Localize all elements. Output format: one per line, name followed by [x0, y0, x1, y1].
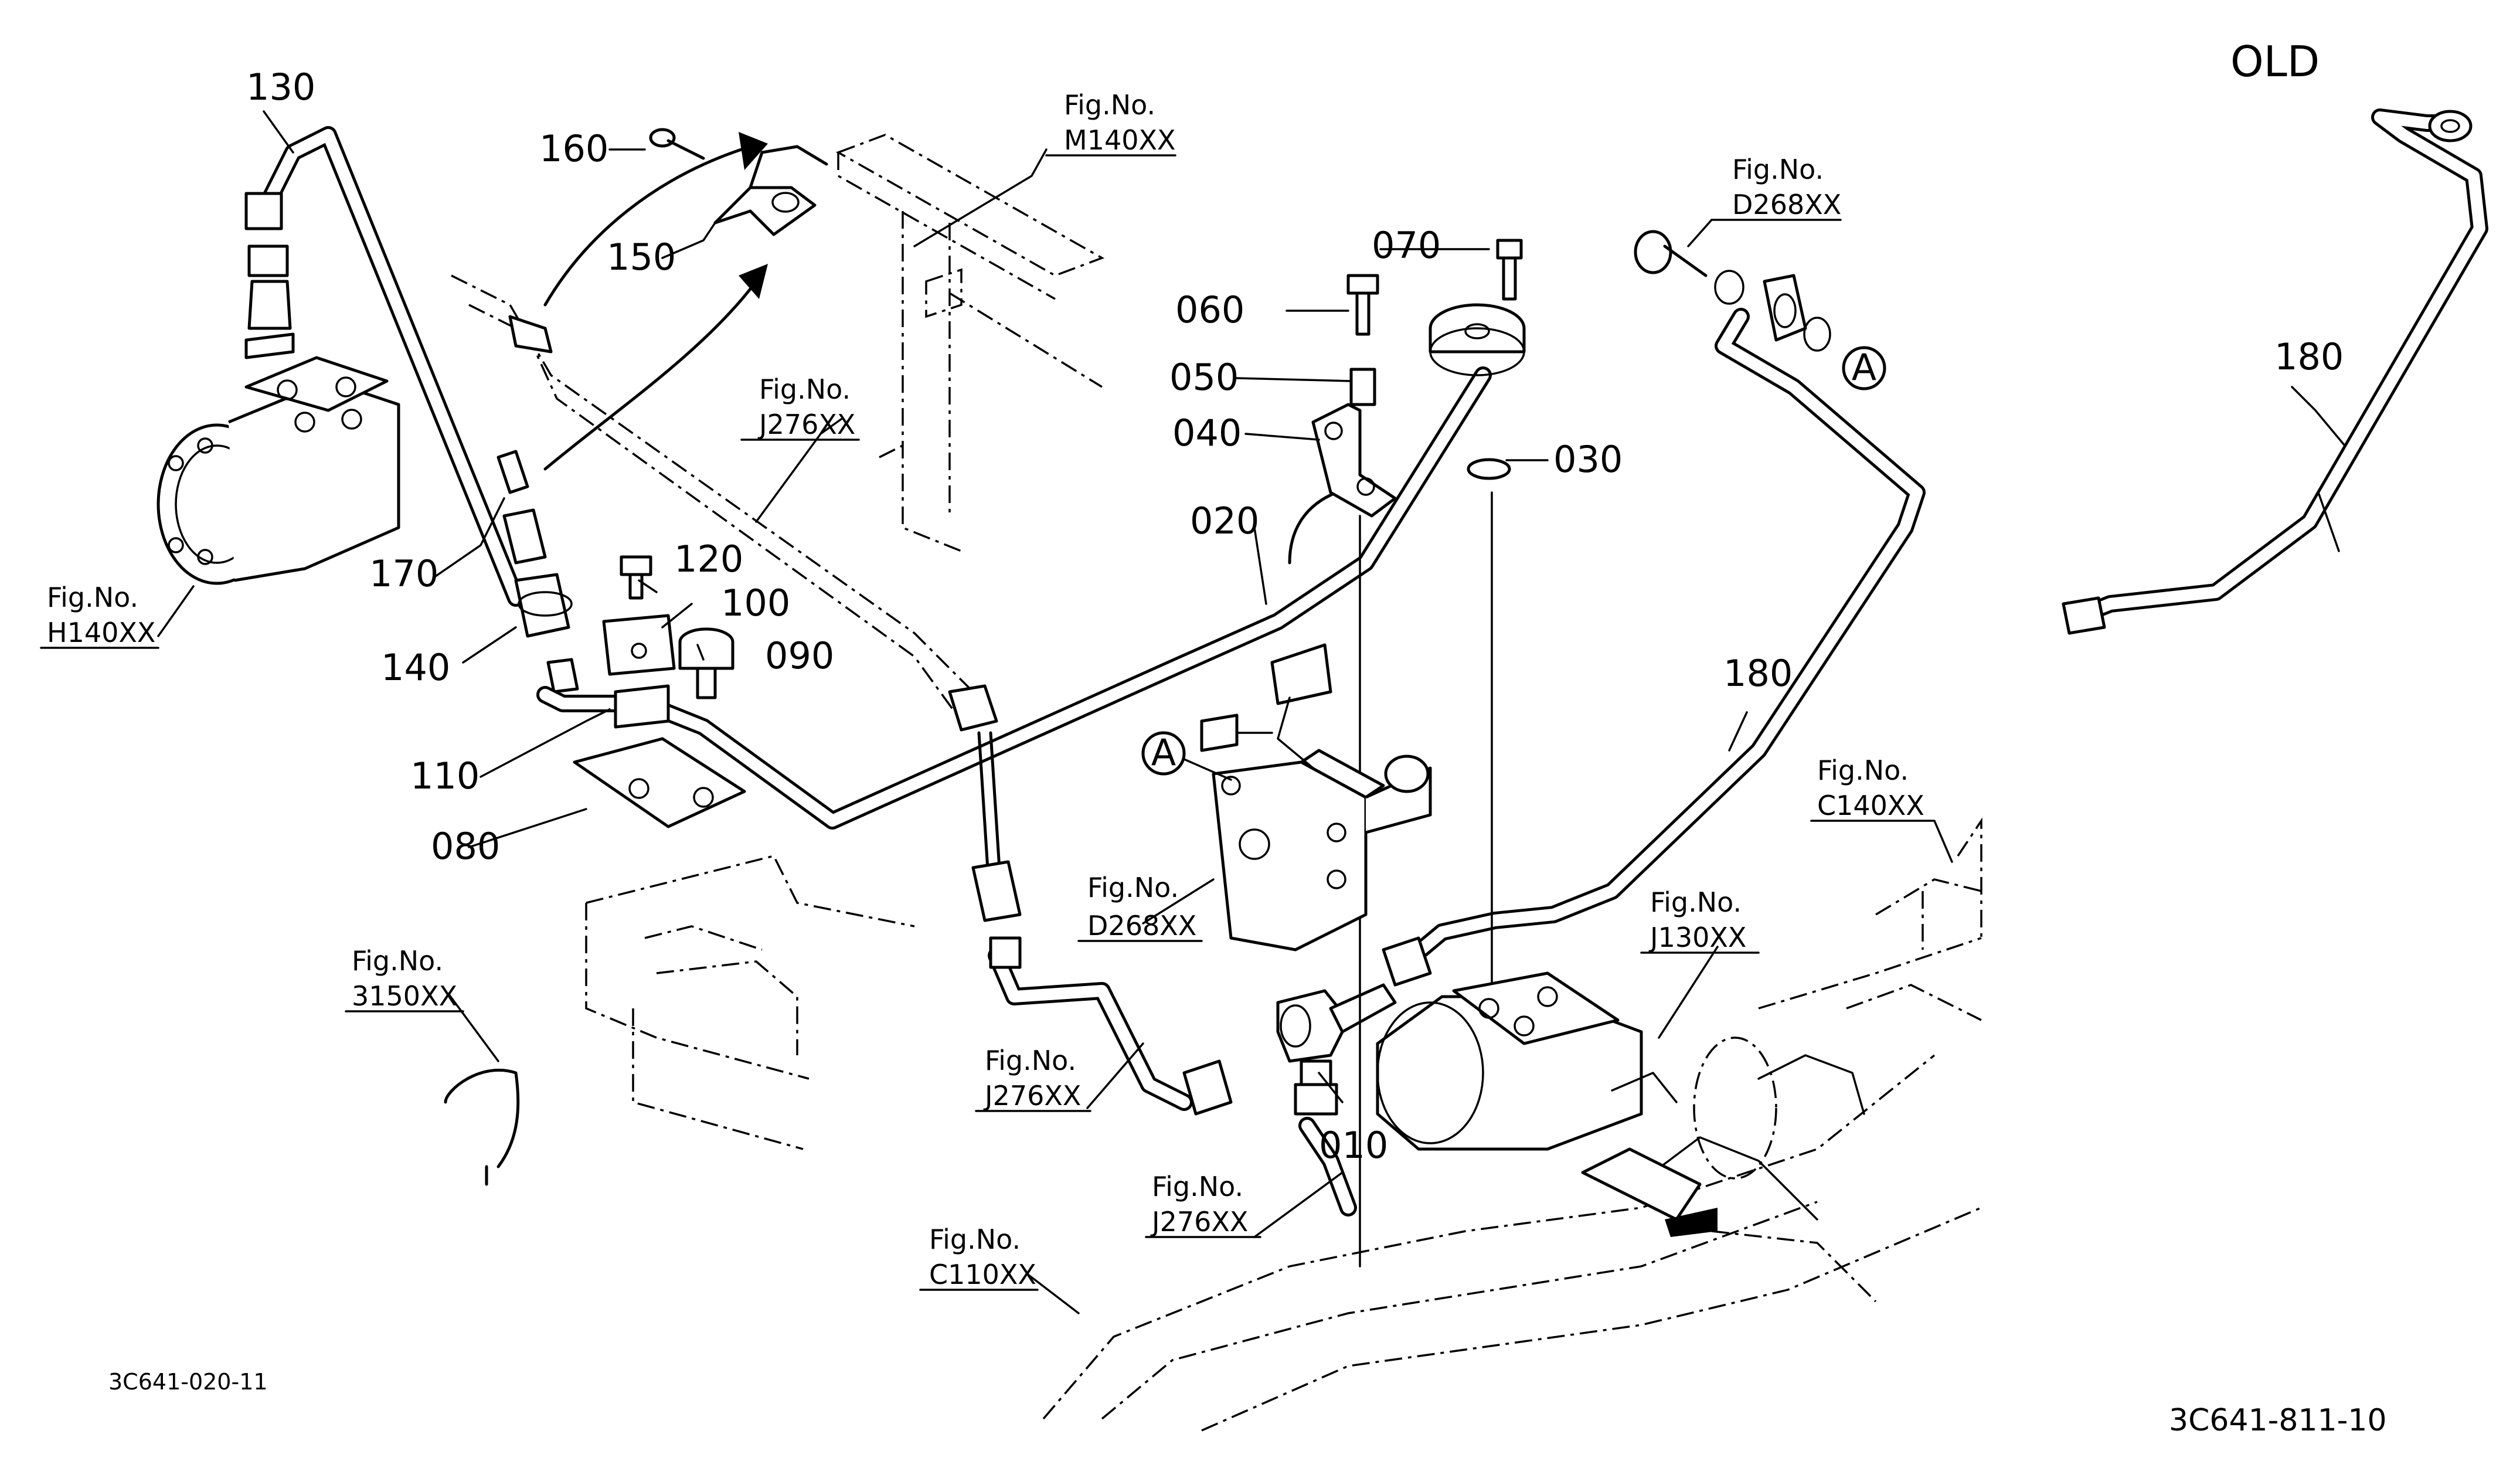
banjo-callout-a: A: [1842, 346, 1886, 390]
frame-m140: [835, 134, 1105, 552]
o-ring-030: [1467, 458, 1511, 480]
label-050: 050: [1169, 356, 1239, 399]
fig-ref-c110: C110XX: [929, 1259, 1036, 1290]
label-180: 180: [1723, 652, 1793, 695]
label-060: 060: [1175, 288, 1244, 331]
fig-ref-j276-top: J276XX: [757, 409, 855, 440]
fig-no-text: Fig.No.: [759, 373, 851, 405]
fig-ref-d268-mid: D268XX: [1087, 910, 1196, 942]
label-170: 170: [369, 552, 438, 595]
fig-no-text: Fig.No.: [1732, 154, 1824, 185]
bolt-120: [620, 555, 652, 600]
bolt-160: [649, 128, 705, 160]
fig-ref-m140: M140XX: [1064, 124, 1176, 156]
fig-ref-j276-mid: J276XX: [983, 1080, 1081, 1112]
bolt-060: [1346, 274, 1379, 336]
hose-dashed: [451, 274, 974, 722]
figure-refs: Fig.No. M140XX Fig.No. D268XX Fig.No. J2…: [40, 89, 1953, 1291]
fig-no-text: Fig.No.: [1817, 755, 1909, 786]
valve-callout-a: A: [1141, 731, 1232, 781]
label-090: 090: [765, 634, 834, 677]
tee-010: [1276, 983, 1397, 1216]
plug-090: [678, 627, 734, 699]
collar-050: [1349, 368, 1376, 406]
label-080: 080: [431, 825, 500, 868]
bracket-150: [713, 145, 828, 236]
fig-ref-h140: H140XX: [47, 617, 155, 648]
bolt-070: [1496, 239, 1523, 301]
drawing-code-left: 3C641-020-11: [108, 1369, 268, 1395]
label-040: 040: [1172, 412, 1242, 454]
fig-ref-3150: 3150XX: [352, 980, 457, 1012]
label-180-old: 180: [2274, 335, 2344, 378]
banjo-top: [1634, 230, 1831, 352]
plate-080: [573, 737, 746, 828]
part-labels: 130 160 150 070 060 050 040 020 030 170 …: [246, 37, 2344, 1167]
fig-ref-c140: C140XX: [1817, 790, 1924, 821]
fig-no-text: Fig.No.: [985, 1045, 1076, 1076]
bracket-040: [1311, 403, 1397, 518]
label-100: 100: [721, 582, 790, 624]
fig-ref-j130: J130XX: [1648, 922, 1746, 953]
fig-ref-j276-low: J276XX: [1150, 1206, 1248, 1238]
fig-no-text: Fig.No.: [1152, 1171, 1243, 1202]
pipe-130: [244, 126, 525, 607]
adapter-140: [514, 573, 579, 694]
fig-no-text: Fig.No.: [352, 945, 443, 977]
fig-no-text: Fig.No.: [1087, 872, 1179, 903]
callout-a-text-top: A: [1852, 346, 1876, 389]
label-030: 030: [1553, 438, 1623, 481]
fig-no-text: Fig.No.: [1064, 89, 1155, 121]
arrow-marks: [543, 132, 1338, 565]
old-pipe-180: [2062, 108, 2488, 635]
callout-a-text: A: [1151, 731, 1176, 774]
pump-j130: [1376, 971, 1643, 1151]
fig-no-text: Fig.No.: [929, 1224, 1021, 1255]
label-130: 130: [246, 66, 315, 108]
label-120: 120: [674, 538, 743, 580]
old-title: OLD: [2230, 37, 2320, 86]
fitting-170: [496, 450, 547, 565]
fig-no-text: Fig.No.: [1650, 886, 1742, 918]
fig-no-text: Fig.No.: [47, 582, 138, 613]
pipe-020: [536, 366, 1492, 830]
label-110: 110: [410, 755, 479, 797]
valve-block: [1200, 643, 1432, 952]
hose-fitting-lower: [948, 684, 1233, 1116]
steering-unit: [157, 244, 400, 585]
label-160: 160: [539, 127, 608, 170]
fig-ref-d268-top: D268XX: [1732, 189, 1841, 220]
label-140: 140: [381, 646, 450, 689]
transmission-case: [444, 817, 1982, 1432]
pipe-180: [1382, 308, 1926, 987]
label-020: 020: [1190, 499, 1259, 542]
drawing-code-right: 3C641-811-10: [2169, 1403, 2387, 1438]
clamp-100: [602, 614, 676, 729]
filter-cap: [1429, 303, 1526, 376]
leader-lines: [157, 110, 2346, 1314]
label-010: 010: [1319, 1124, 1388, 1167]
label-070: 070: [1372, 224, 1441, 267]
label-150: 150: [607, 236, 676, 278]
